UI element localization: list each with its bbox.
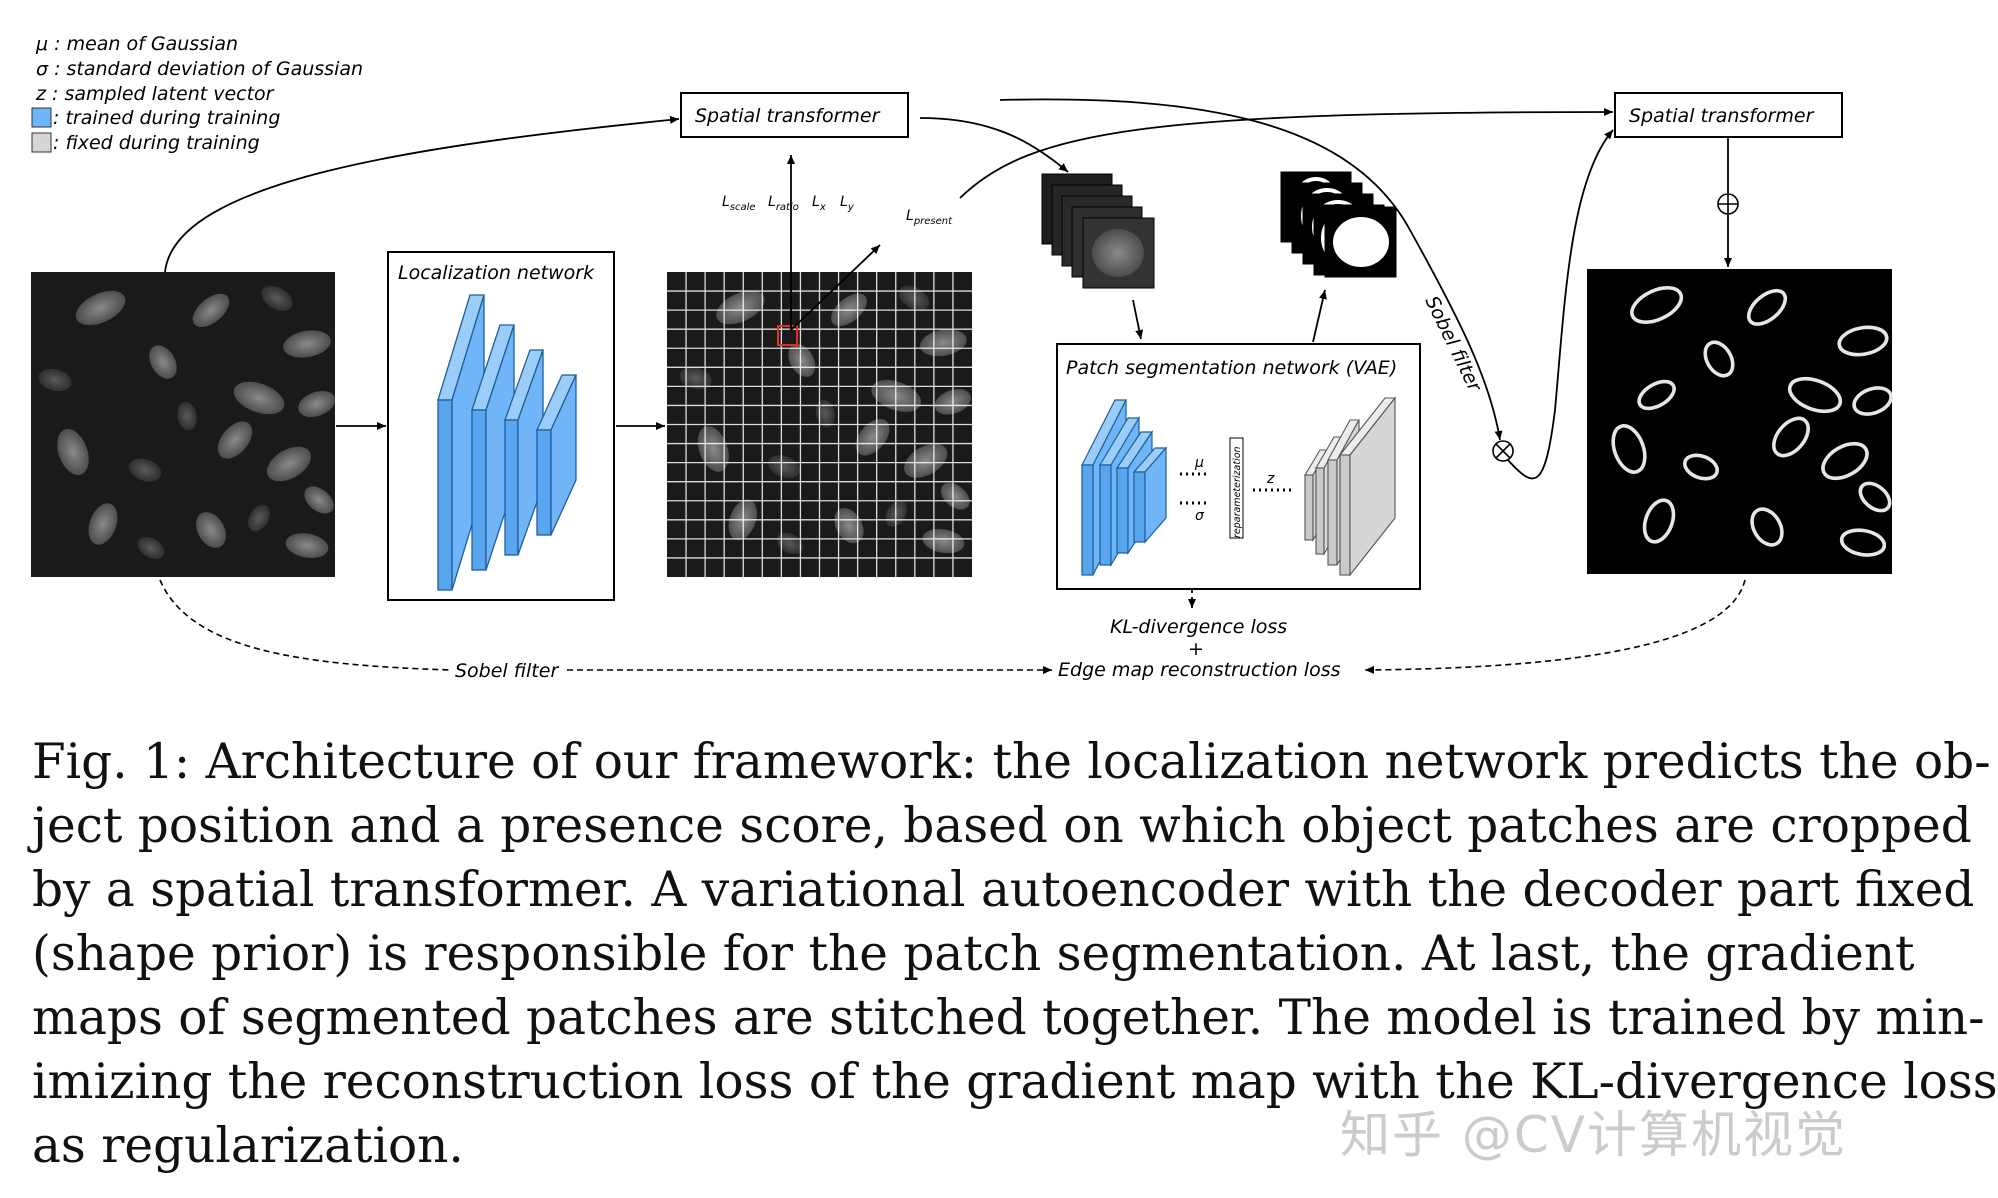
spatial-transformer-1-label: Spatial transformer (695, 105, 881, 127)
selected-cell-highlight (777, 325, 798, 346)
segmented-patches (1280, 171, 1397, 278)
svg-text:Lscale: Lscale (722, 194, 756, 213)
reparameterization-block (1229, 437, 1244, 539)
flow-arrows (164, 98, 1732, 608)
input-image (31, 272, 339, 577)
cropped-patches (1041, 173, 1155, 289)
loss-dashed-paths (159, 579, 1746, 674)
caption-line: Fig. 1: Architecture of our framework: t… (32, 734, 1991, 790)
spatial-transformer-1: Spatial transformer (680, 92, 909, 138)
reparameterization-label: reparameterization (1232, 446, 1243, 538)
output-edge-map (1587, 269, 1897, 574)
svg-text:Ly: Ly (840, 194, 855, 213)
localization-network-label: Localization network (398, 262, 595, 284)
caption-line: by a spatial transformer. A variational … (32, 862, 1975, 918)
spatial-transformer-2-label: Spatial transformer (1629, 105, 1815, 127)
cnn-layers-trained (437, 294, 578, 591)
svg-text:σ: σ (1195, 508, 1205, 524)
legend: μ : mean of Gaussian σ : standard deviat… (31, 33, 363, 154)
caption-line: as regularization. (32, 1118, 464, 1174)
patch-segmentation-network: Patch segmentation network (VAE) μ σ z (1056, 343, 1421, 590)
decoder-fixed (1304, 396, 1397, 577)
caption-line: (shape prior) is responsible for the pat… (32, 926, 1915, 982)
watermark: 知乎 @CV计算机视觉 (1340, 1106, 1848, 1164)
svg-text:μ: μ (1194, 455, 1204, 471)
loss-labels: Sobel filter KL-divergence loss + Edge m… (455, 616, 1341, 682)
svg-text:Lpresent: Lpresent (906, 208, 953, 227)
legend-mu: μ : mean of Gaussian (35, 33, 238, 55)
grid-image (667, 272, 975, 577)
legend-sigma: σ : standard deviation of Gaussian (36, 58, 363, 80)
sobel-filter-curve-label: Sobel filter (1421, 293, 1487, 397)
spatial-transformer-2: Spatial transformer (1614, 92, 1843, 138)
sobel-filter-bottom-label: Sobel filter (455, 660, 559, 682)
latent-symbols: μ σ z (1194, 455, 1275, 524)
figure: μ : mean of Gaussian σ : standard deviat… (31, 33, 1998, 1178)
svg-text:z: z (1266, 471, 1275, 487)
plus-label: + (1188, 638, 1204, 660)
operators (1492, 193, 1739, 462)
legend-trained: : trained during training (53, 107, 280, 129)
legend-fixed: : fixed during training (53, 132, 260, 154)
latent-dots (1180, 472, 1293, 505)
caption-line: ject position and a presence score, base… (32, 798, 1972, 854)
encoder-trained (1081, 399, 1168, 576)
vae-label: Patch segmentation network (VAE) (1066, 357, 1397, 379)
caption-line: imizing the reconstruction loss of the g… (32, 1054, 1998, 1110)
edge-map-loss-label: Edge map reconstruction loss (1058, 659, 1341, 681)
svg-text:Lratio: Lratio (768, 194, 799, 213)
loss-param-labels: Lscale Lratio Lx Ly Lpresent (722, 194, 953, 227)
svg-text:Lx: Lx (812, 194, 826, 213)
legend-z: z : sampled latent vector (35, 83, 275, 105)
architecture-diagram: μ : mean of Gaussian σ : standard deviat… (31, 33, 1897, 682)
localization-network: Localization network (387, 251, 615, 601)
kl-divergence-label: KL-divergence loss (1110, 616, 1287, 638)
fixed-swatch (31, 132, 52, 153)
trained-swatch (31, 107, 52, 128)
figure-caption: Fig. 1: Architecture of our framework: t… (32, 730, 1998, 1178)
caption-line: maps of segmented patches are stitched t… (32, 990, 1985, 1046)
